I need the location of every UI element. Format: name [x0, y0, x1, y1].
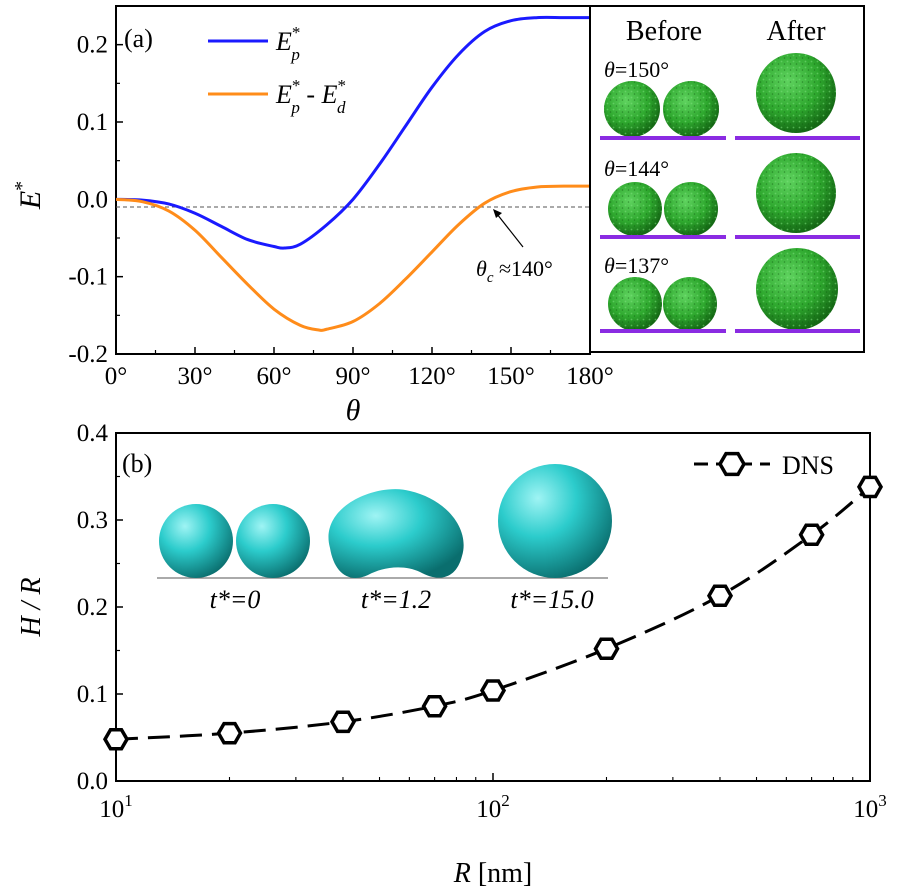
panel-a: 0° 30° 60° 90° 120° 150° 180° -0.2 -0.1 0.0 0.1 0.… — [11, 5, 614, 427]
y-tick-label: 0.2 — [77, 594, 108, 621]
sphere-t0-left — [159, 504, 233, 578]
panel-a-x-axis-label: θ — [346, 394, 361, 427]
x-tick-label: 101 — [99, 791, 133, 823]
panel-b: 101 102 103 0.0 0.1 0.2 0.3 0.4 (b) DNS t*=0 t… — [16, 420, 887, 889]
legend-label-ep-minus-ed: E*p - E*d — [275, 76, 346, 117]
inset-row-150: θ=150° — [600, 53, 860, 140]
panel-b-label: (b) — [122, 449, 152, 478]
y-tick-label: -0.2 — [68, 341, 108, 368]
inset-col-before-label: Before — [626, 16, 702, 47]
x-tick-label: 60° — [257, 363, 292, 390]
y-tick-label: 0.0 — [77, 768, 108, 795]
panel-b-inset: t*=0 t*=1.2 t*=15.0 — [157, 464, 612, 614]
dns-hexagon-marker — [421, 694, 448, 718]
inset-time-label-1: t*=1.2 — [361, 585, 431, 614]
panel-a-x-ticks: 0° 30° 60° 90° 120° 150° 180° — [105, 347, 614, 390]
x-tick-label: 150° — [487, 363, 535, 390]
panel-a-y-axis-label: E* — [11, 181, 47, 210]
panel-a-inset: Before After θ=150° θ=144° θ=137° — [589, 5, 865, 353]
panel-b-y-axis-label: H / R — [16, 577, 47, 637]
dns-hexagon-marker — [798, 523, 825, 547]
dns-hexagon-marker — [706, 584, 734, 607]
panel-a-frame — [115, 5, 591, 355]
x-tick-label: 180° — [566, 363, 614, 390]
inset-col-after-label: After — [766, 16, 826, 47]
after-droplet-texture — [756, 53, 836, 133]
y-tick-label: -0.1 — [68, 264, 108, 291]
x-tick-label: 30° — [178, 363, 213, 390]
sphere-t0-right — [236, 504, 310, 578]
x-tick-label: 0° — [105, 363, 128, 390]
x-tick-label: 103 — [853, 791, 887, 823]
before-droplet-right-texture — [663, 277, 717, 331]
series-dns-markers — [102, 475, 884, 751]
y-tick-label: 0.4 — [77, 420, 109, 447]
theta-c-annotation: θc ≈140° — [476, 209, 553, 286]
legend-label-dns: DNS — [782, 451, 834, 480]
panel-a-legend: E*p E*p - E*d — [208, 23, 346, 117]
y-tick-label: 0.1 — [77, 681, 108, 708]
inset-angle-label: θ=137° — [604, 253, 669, 278]
dns-hexagon-marker — [479, 679, 507, 702]
x-tick-label: 102 — [476, 791, 510, 823]
sphere-t15-merged — [498, 464, 612, 578]
inset-time-label-0: t*=0 — [210, 585, 261, 614]
dns-hexagon-marker — [593, 637, 620, 661]
before-droplet-left-texture — [608, 277, 662, 331]
panel-b-x-axis-label: R [nm] — [453, 858, 533, 889]
annotation-arrow-head — [493, 209, 502, 218]
annotation-theta-c: θc ≈140° — [476, 256, 553, 286]
legend-label-ep: E*p — [275, 23, 300, 64]
inset-row-137: θ=137° — [600, 248, 860, 333]
x-tick-label: 90° — [336, 363, 371, 390]
before-droplet-right-texture — [664, 182, 718, 236]
panel-a-y-ticks: -0.2 -0.1 0.0 0.1 0.2 — [68, 5, 123, 368]
legend-marker-dns — [717, 451, 747, 477]
panel-a-label: (a) — [124, 24, 153, 53]
y-tick-label: 0.1 — [77, 109, 108, 136]
y-tick-label: 0.3 — [77, 507, 108, 534]
series-ep-line — [116, 15, 590, 250]
before-droplet-left-texture — [604, 81, 660, 137]
annotation-arrow-line — [496, 213, 524, 248]
after-droplet-texture — [756, 153, 836, 233]
y-tick-label: 0.2 — [77, 32, 108, 59]
sphere-t1-merging — [328, 489, 464, 578]
inset-angle-label: θ=150° — [604, 57, 669, 82]
series-ep-minus-ed-line — [116, 184, 590, 332]
dns-hexagon-marker — [216, 721, 243, 745]
inset-row-144: θ=144° — [600, 153, 860, 239]
before-droplet-left-texture — [608, 182, 662, 236]
before-droplet-right-texture — [663, 81, 719, 137]
inset-angle-label: θ=144° — [604, 156, 669, 181]
x-tick-label: 120° — [408, 363, 456, 390]
y-tick-label: 0.0 — [77, 186, 108, 213]
dns-hexagon-marker — [102, 727, 130, 751]
panel-b-y-ticks: 0.0 0.1 0.2 0.3 0.4 — [77, 420, 123, 795]
dns-hexagon-marker — [329, 710, 357, 734]
panel-b-legend: DNS — [694, 451, 834, 480]
dns-hexagon-marker — [856, 475, 884, 499]
inset-time-label-2: t*=15.0 — [510, 585, 593, 614]
after-droplet-texture — [756, 248, 838, 330]
panel-b-x-ticks: 101 102 103 — [99, 773, 887, 823]
